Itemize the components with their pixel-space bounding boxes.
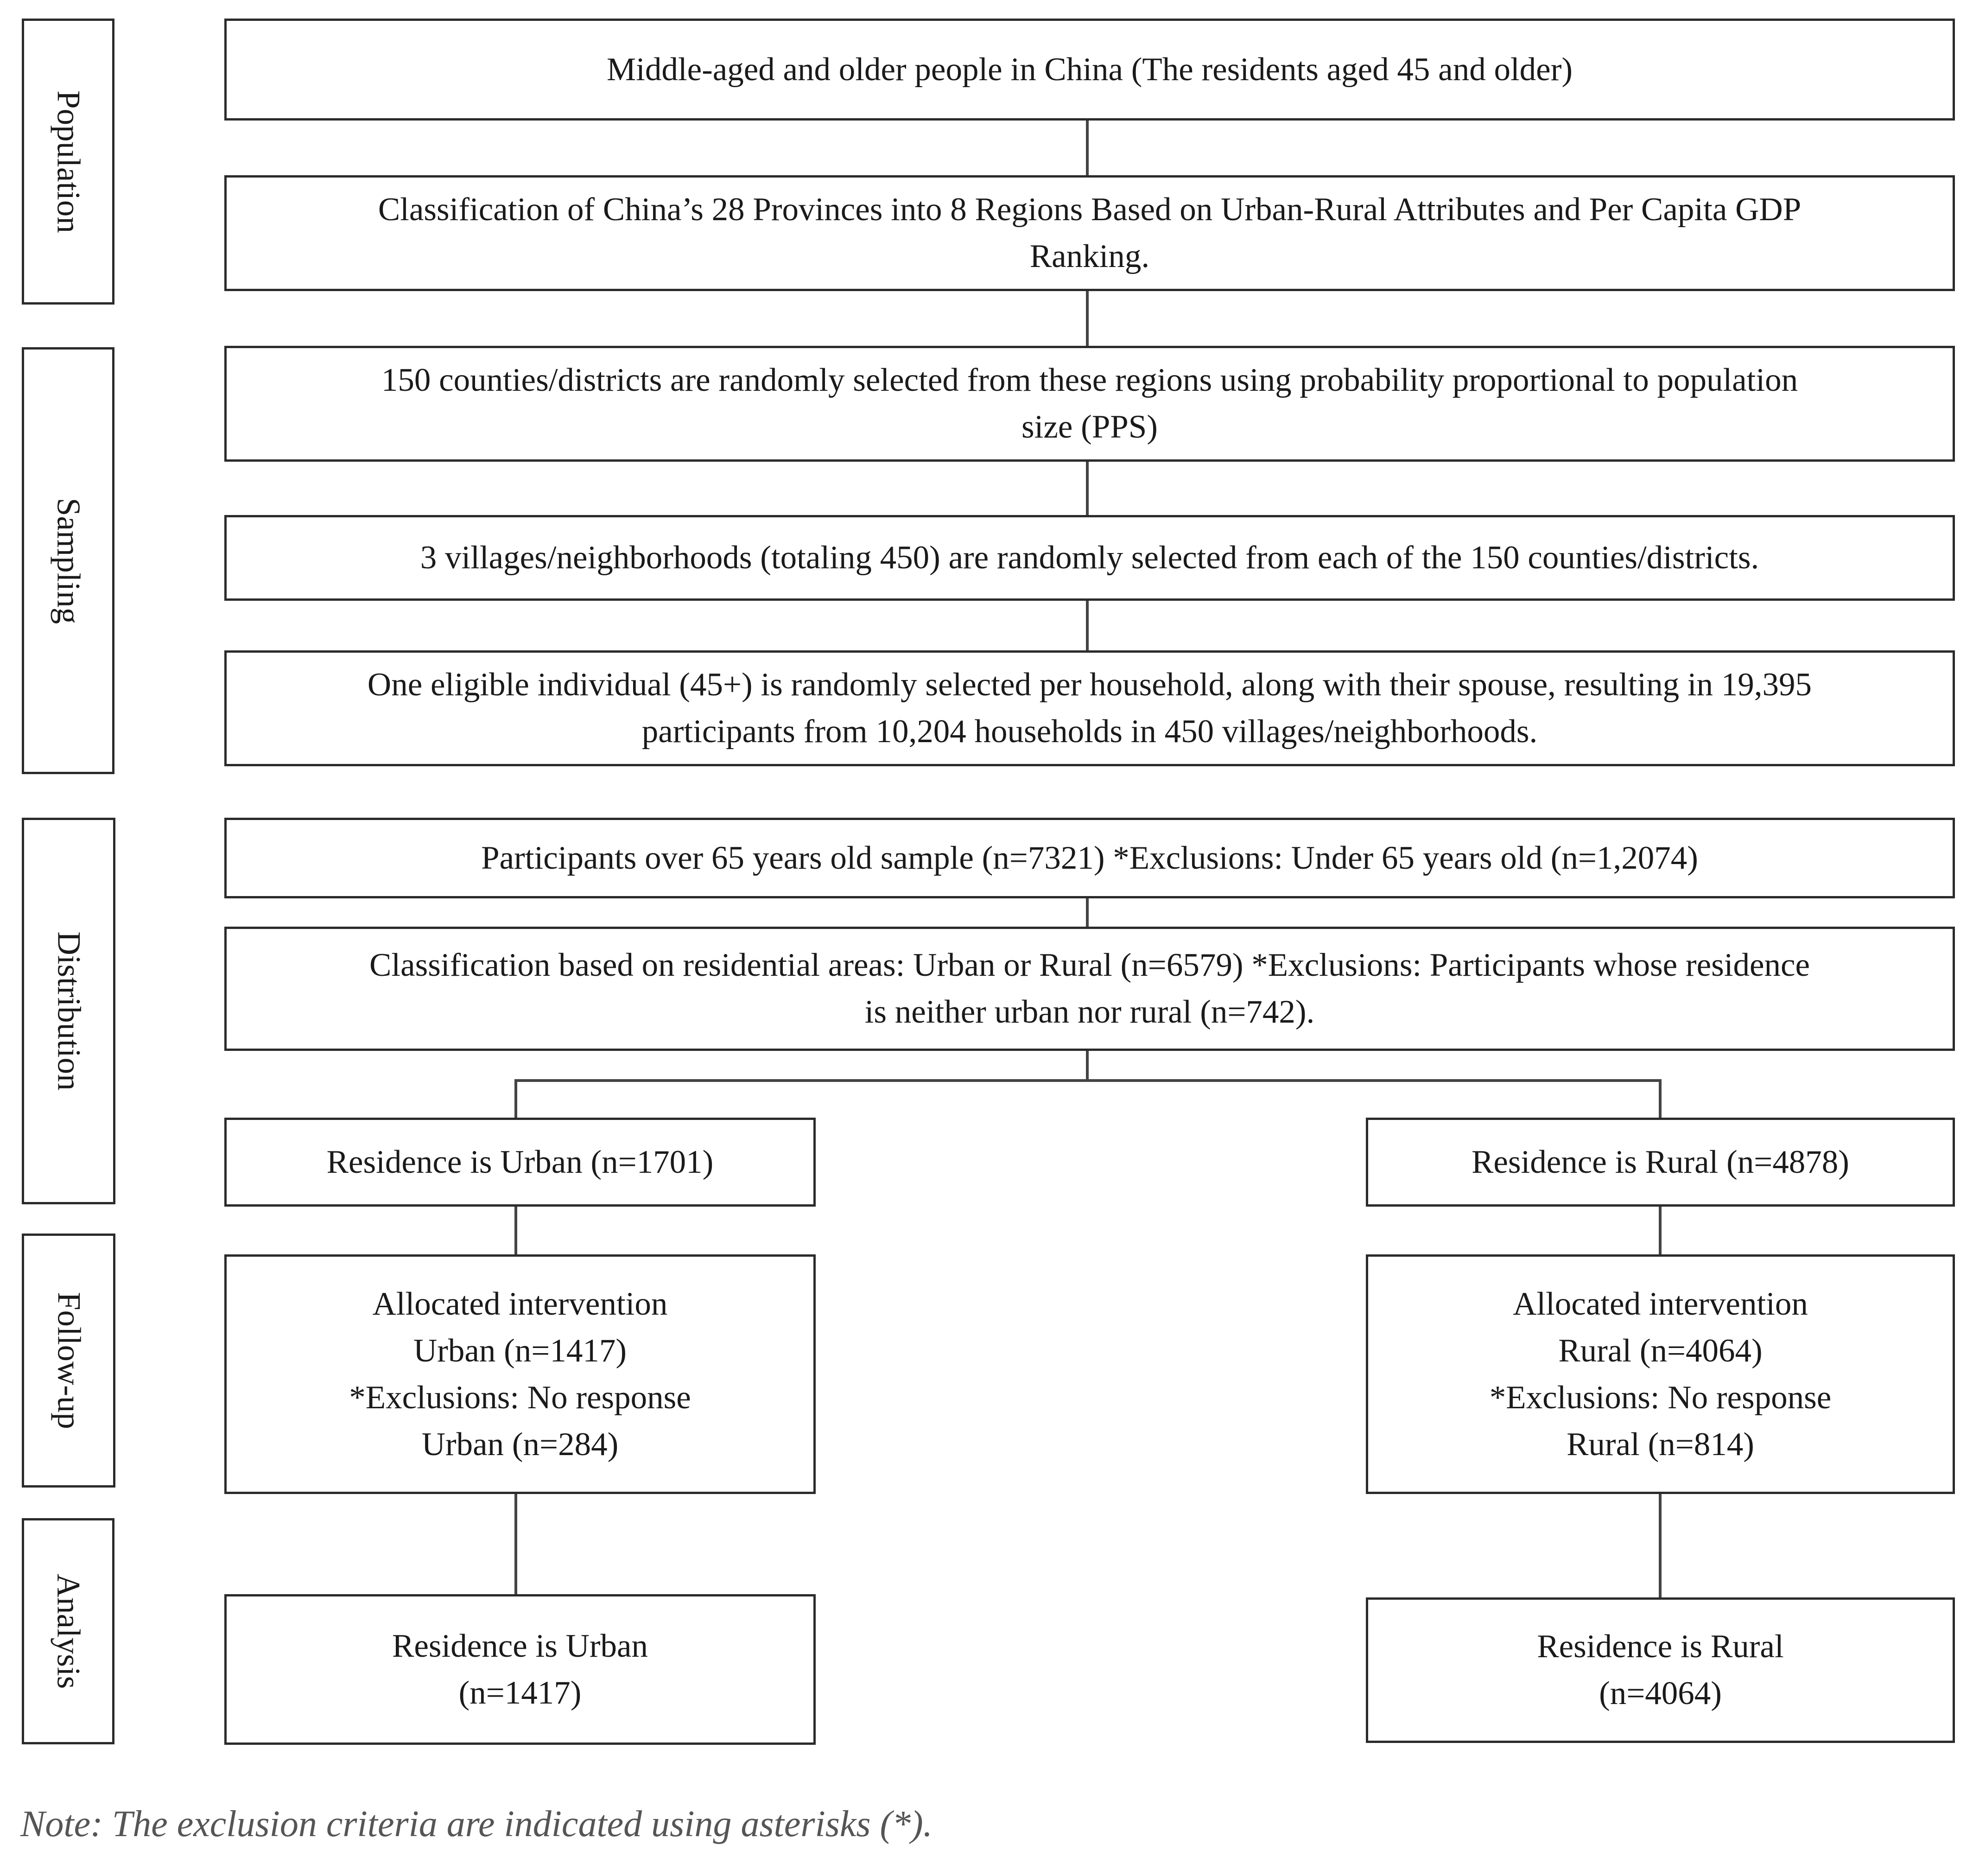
connector-rural-analysis — [1659, 1492, 1662, 1599]
box-urban-text: Residence is Urban (n=1701) — [326, 1144, 714, 1180]
box-rural-followup-text: Allocated intervention Rural (n=4064) *E… — [1489, 1285, 1832, 1463]
box-villages-text: 3 villages/neighborhoods (totaling 450) … — [420, 540, 1759, 576]
stage-follow-up: Follow-up — [22, 1234, 115, 1488]
footnote: Note: The exclusion criteria are indicat… — [20, 1804, 933, 1844]
connector-split-horizontal — [514, 1079, 1662, 1082]
connector-split-rural — [1659, 1079, 1662, 1119]
box-rural-analysis: Residence is Rural (n=4064) — [1366, 1597, 1955, 1743]
box-counties-text: 150 counties/districts are randomly sele… — [381, 362, 1798, 445]
stage-distribution-label: Distribution — [51, 931, 87, 1091]
stage-sampling: Sampling — [22, 347, 114, 774]
connector-regions-counties — [1086, 289, 1089, 347]
connector-over65-residential — [1086, 897, 1089, 928]
stage-sampling-label: Sampling — [50, 497, 87, 624]
box-villages: 3 villages/neighborhoods (totaling 450) … — [224, 515, 1955, 601]
box-residential-text: Classification based on residential area… — [369, 947, 1810, 1030]
box-counties: 150 counties/districts are randomly sele… — [224, 346, 1955, 462]
box-regions-text: Classification of China’s 28 Provinces i… — [378, 191, 1802, 274]
box-individuals: One eligible individual (45+) is randoml… — [224, 650, 1955, 766]
connector-urban-analysis — [514, 1492, 517, 1596]
stage-analysis: Analysis — [22, 1518, 114, 1744]
connector-residential-split — [1086, 1049, 1089, 1081]
connector-population-regions — [1086, 119, 1089, 177]
box-urban-analysis-text: Residence is Urban (n=1417) — [392, 1628, 648, 1711]
box-rural-analysis-text: Residence is Rural (n=4064) — [1537, 1628, 1784, 1711]
stage-analysis-label: Analysis — [50, 1573, 87, 1689]
box-urban-analysis: Residence is Urban (n=1417) — [224, 1594, 816, 1745]
stage-distribution: Distribution — [22, 818, 115, 1204]
box-individuals-text: One eligible individual (45+) is randoml… — [367, 667, 1812, 750]
box-over65-text: Participants over 65 years old sample (n… — [481, 839, 1698, 876]
box-urban-followup: Allocated intervention Urban (n=1417) *E… — [224, 1254, 816, 1494]
stage-follow-up-label: Follow-up — [51, 1292, 87, 1429]
connector-counties-villages — [1086, 460, 1089, 516]
connector-urban-followup — [514, 1205, 517, 1256]
stage-population: Population — [22, 19, 114, 305]
box-regions: Classification of China’s 28 Provinces i… — [224, 175, 1955, 291]
box-urban: Residence is Urban (n=1701) — [224, 1118, 816, 1207]
box-over65: Participants over 65 years old sample (n… — [224, 818, 1955, 898]
box-population: Middle-aged and older people in China (T… — [224, 19, 1955, 121]
stage-population-label: Population — [50, 90, 87, 233]
box-rural: Residence is Rural (n=4878) — [1366, 1118, 1955, 1207]
box-rural-text: Residence is Rural (n=4878) — [1472, 1144, 1849, 1180]
box-residential: Classification based on residential area… — [224, 927, 1955, 1051]
connector-rural-followup — [1659, 1205, 1662, 1256]
box-rural-followup: Allocated intervention Rural (n=4064) *E… — [1366, 1254, 1955, 1494]
connector-split-urban — [514, 1079, 517, 1119]
box-urban-followup-text: Allocated intervention Urban (n=1417) *E… — [349, 1285, 691, 1463]
connector-villages-individuals — [1086, 599, 1089, 652]
box-population-text: Middle-aged and older people in China (T… — [607, 51, 1573, 88]
